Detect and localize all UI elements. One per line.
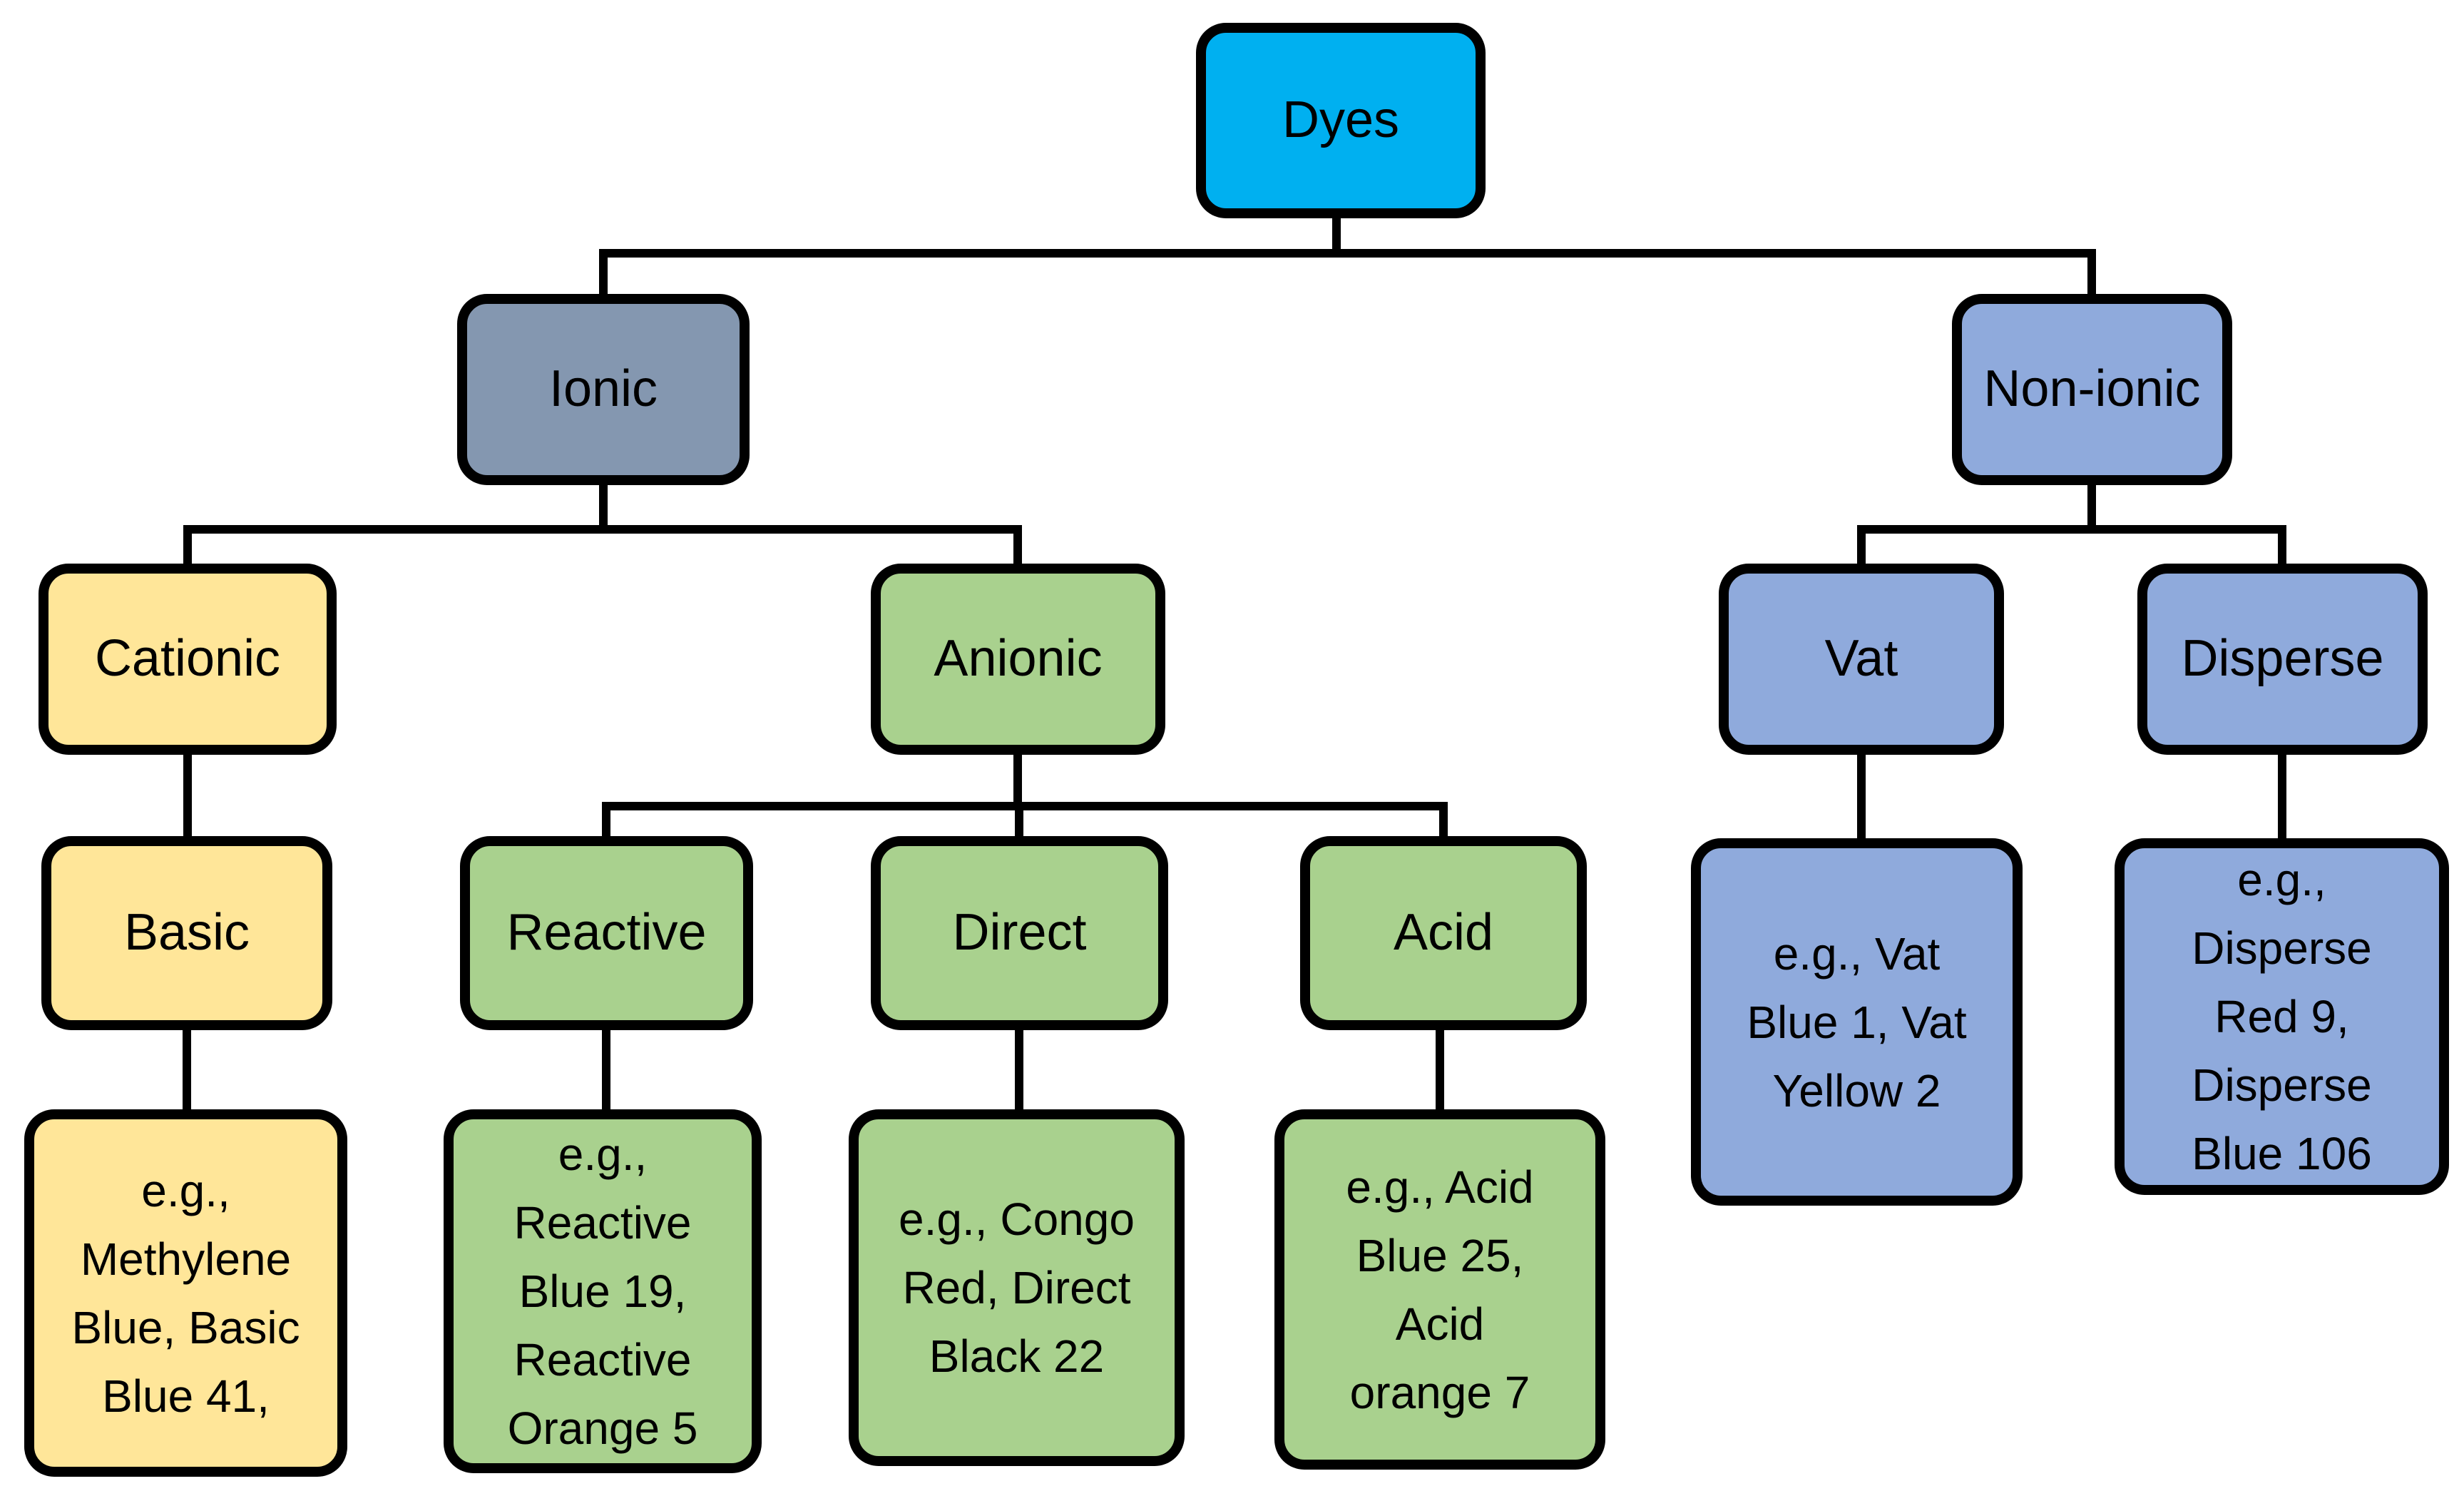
connector-anionic-hbar (602, 802, 1448, 810)
node-ionic: Ionic (457, 294, 750, 485)
connector-disperse-examples (2278, 750, 2286, 843)
node-dyes-label: Dyes (1282, 91, 1400, 149)
connector-basic-examples (183, 1026, 191, 1114)
node-acid-label: Acid (1393, 904, 1494, 962)
node-cationic: Cationic (39, 564, 337, 755)
node-direct-examples: e.g., Congo Red, Direct Black 22 (849, 1109, 1185, 1466)
node-basic: Basic (41, 836, 332, 1030)
node-nonionic-label: Non-ionic (1983, 360, 2201, 418)
connector-nonionic-hbar (1857, 525, 2286, 534)
connector-reactive-drop (602, 802, 610, 840)
node-vat-label: Vat (1824, 630, 1898, 688)
node-acid-examples: e.g., Acid Blue 25, Acid orange 7 (1274, 1109, 1605, 1470)
node-direct-label: Direct (952, 904, 1087, 962)
node-ionic-label: Ionic (548, 360, 658, 418)
node-reactive: Reactive (460, 836, 753, 1030)
connector-acid-drop (1439, 802, 1448, 840)
node-vat-examples: e.g., Vat Blue 1, Vat Yellow 2 (1691, 838, 2023, 1206)
connector-direct-drop (1015, 802, 1023, 840)
connector-nonionic-drop (2087, 249, 2096, 299)
connector-disperse-drop (2278, 525, 2286, 568)
node-nonionic: Non-ionic (1952, 294, 2232, 485)
node-direct-examples-label: e.g., Congo Red, Direct Black 22 (899, 1194, 1135, 1382)
node-basic-examples-label: e.g., Methylene Blue, Basic Blue 41, (71, 1164, 300, 1422)
connector-ionic-stem (599, 479, 608, 534)
node-reactive-examples: e.g., Reactive Blue 19, Reactive Orange … (444, 1109, 762, 1473)
node-acid-examples-label: e.g., Acid Blue 25, Acid orange 7 (1346, 1161, 1534, 1418)
connector-vat-drop (1857, 525, 1866, 568)
connector-acid-examples (1436, 1026, 1444, 1114)
node-disperse-label: Disperse (2181, 630, 2384, 688)
connector-anionic-stem (1013, 750, 1022, 810)
connector-ionic-drop (599, 249, 608, 299)
node-vat-examples-label: e.g., Vat Blue 1, Vat Yellow 2 (1747, 927, 1967, 1116)
node-disperse-examples-label: e.g., Disperse Red 9, Disperse Blue 106 (2192, 854, 2372, 1179)
node-basic-examples: e.g., Methylene Blue, Basic Blue 41, (24, 1109, 347, 1477)
connector-reactive-examples (602, 1026, 610, 1114)
connector-cationic-basic (183, 750, 192, 840)
node-disperse-examples: e.g., Disperse Red 9, Disperse Blue 106 (2115, 838, 2449, 1195)
connector-dyes-stem (1332, 214, 1341, 258)
node-basic-label: Basic (123, 904, 250, 962)
node-dyes: Dyes (1196, 23, 1486, 218)
connector-level1-hbar (602, 249, 2096, 258)
node-direct: Direct (871, 836, 1168, 1030)
connector-anionic-drop (1013, 525, 1022, 568)
node-reactive-examples-label: e.g., Reactive Blue 19, Reactive Orange … (507, 1129, 698, 1454)
node-cationic-label: Cationic (94, 630, 281, 688)
node-vat: Vat (1719, 564, 2004, 755)
connector-vat-examples (1857, 750, 1866, 843)
node-anionic-label: Anionic (934, 630, 1103, 688)
node-acid: Acid (1300, 836, 1587, 1030)
connector-direct-examples (1015, 1026, 1023, 1114)
node-anionic: Anionic (871, 564, 1165, 755)
node-disperse: Disperse (2137, 564, 2428, 755)
node-reactive-label: Reactive (506, 904, 707, 962)
connector-cationic-drop (183, 525, 192, 568)
connector-nonionic-stem (2087, 479, 2096, 534)
connector-ionic-hbar (183, 525, 1022, 534)
